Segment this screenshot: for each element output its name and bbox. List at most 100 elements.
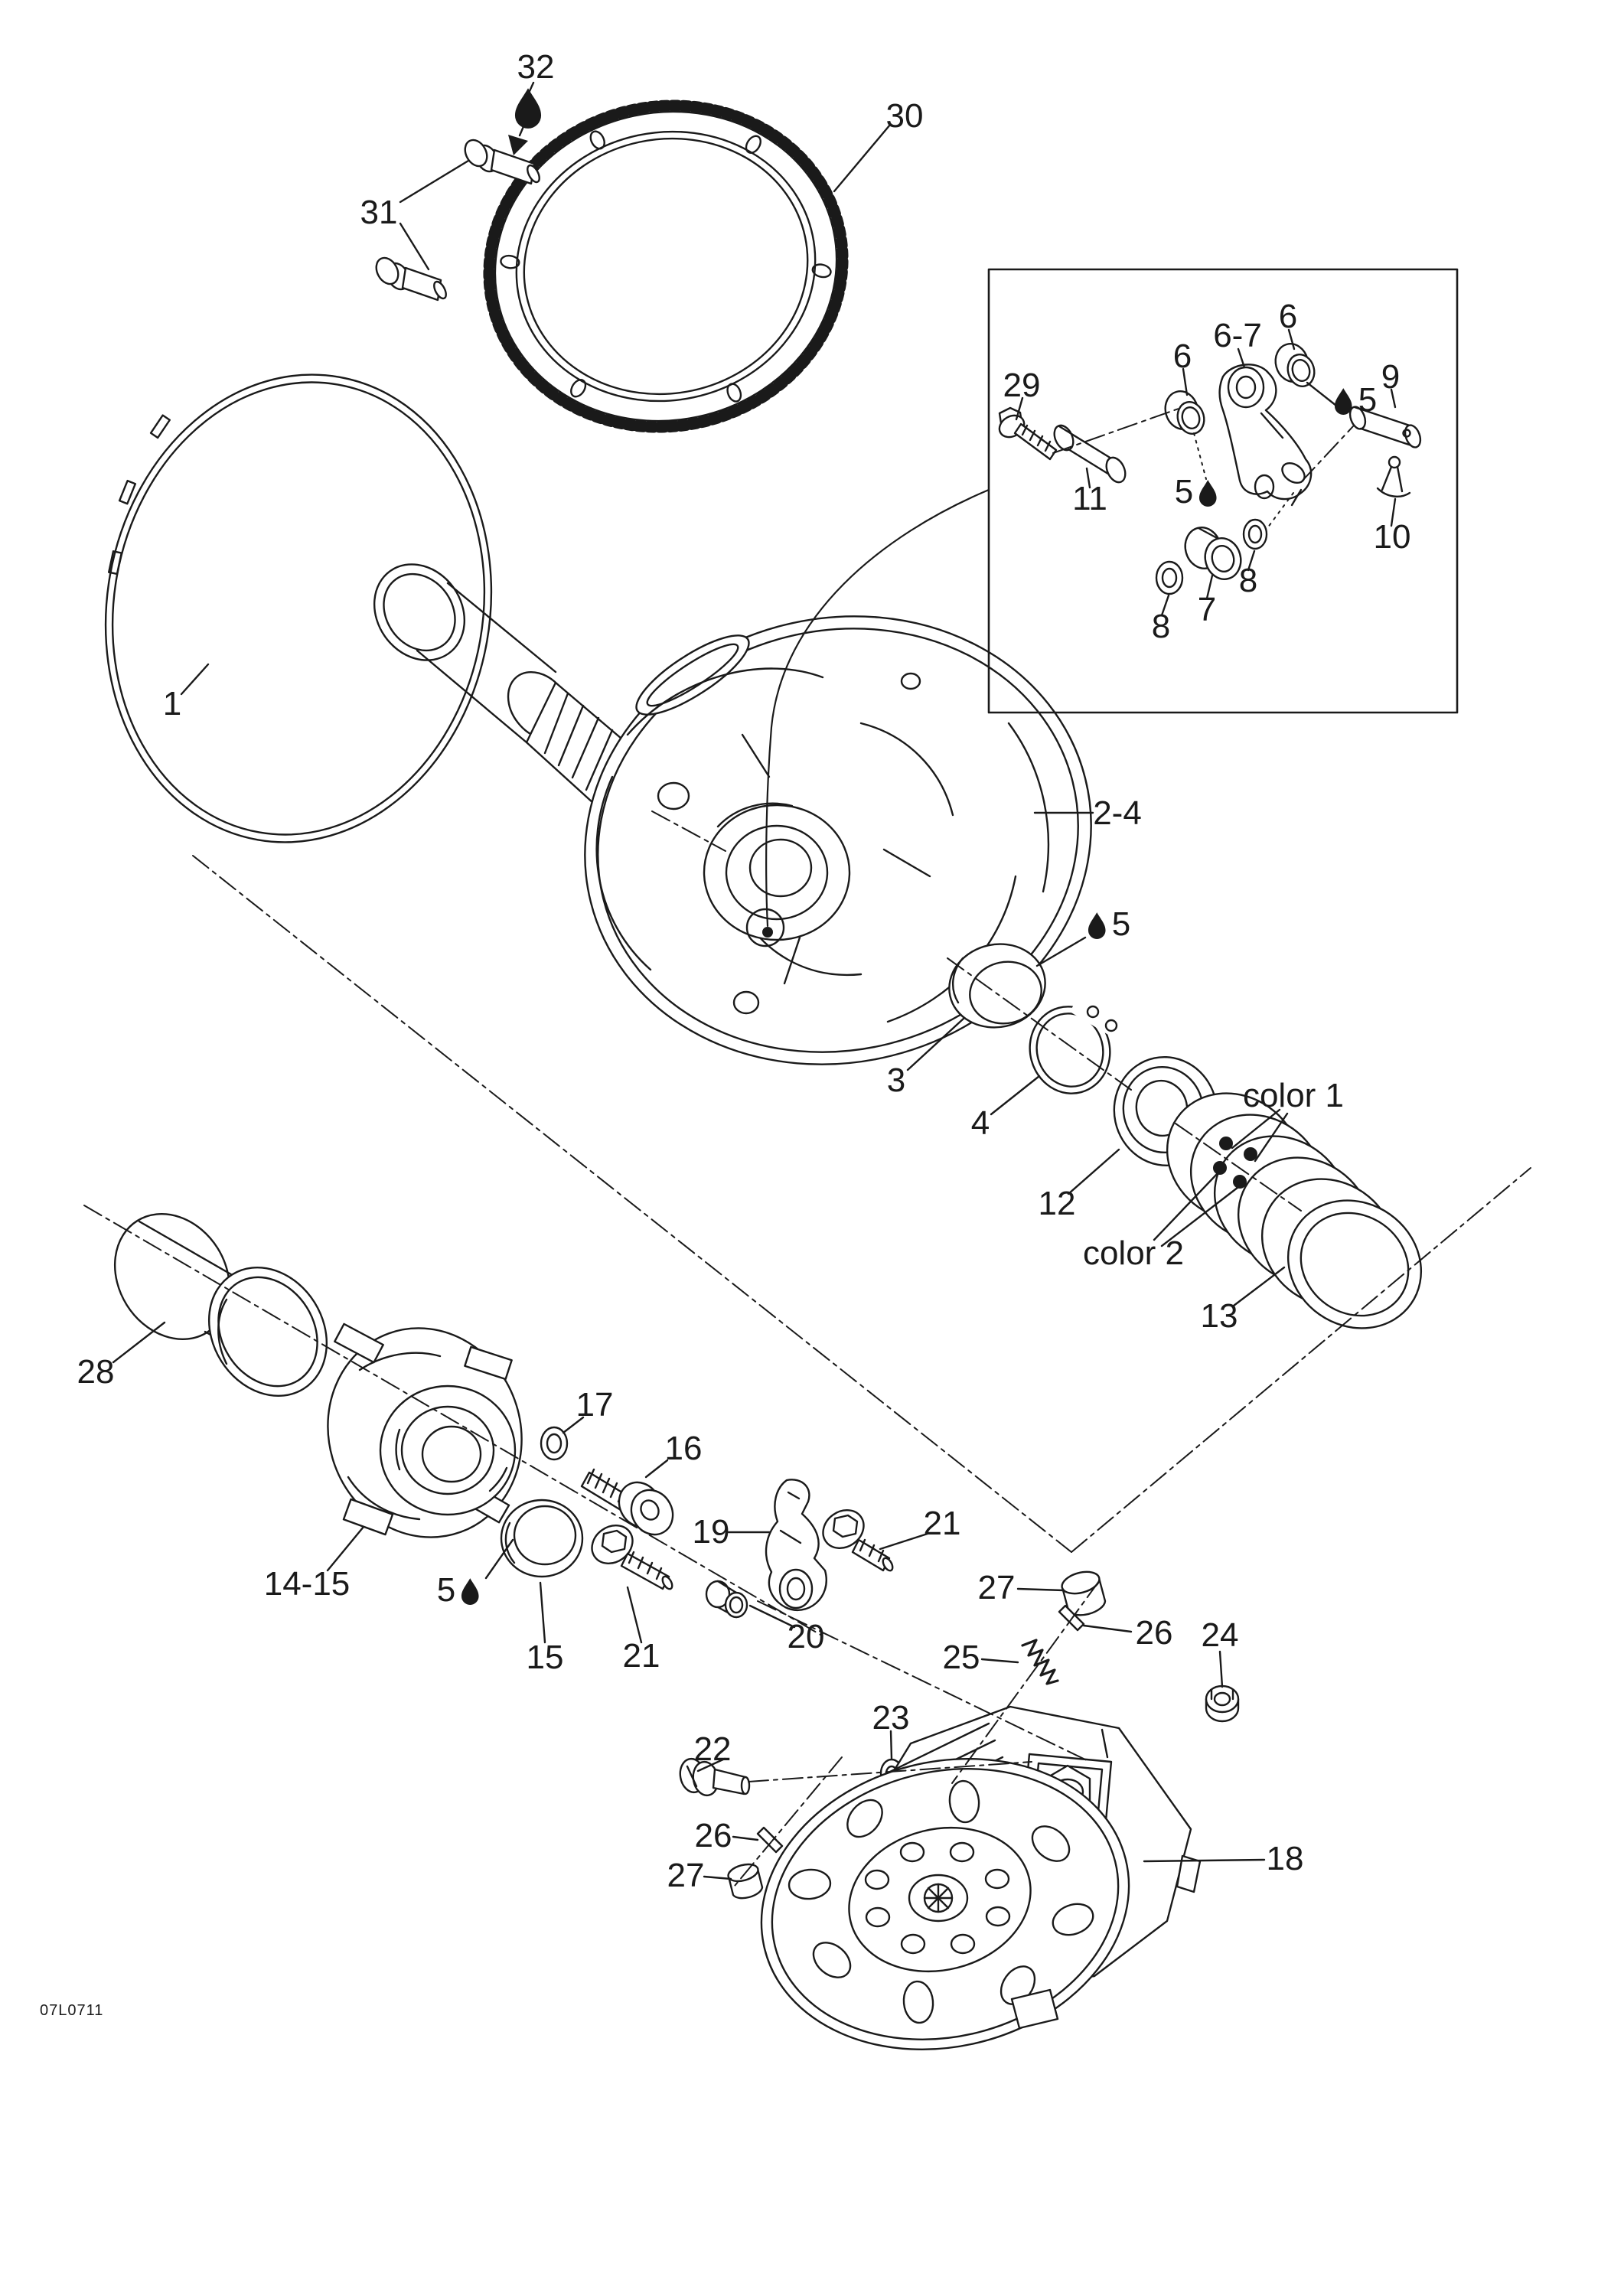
governor-hub-14-15 xyxy=(327,1322,523,1538)
construction-lines xyxy=(83,408,1531,1887)
part-label-21: 21 xyxy=(924,1507,961,1541)
return-spring-25 xyxy=(1021,1639,1059,1685)
clutch-assembly-18 xyxy=(760,1705,1202,2051)
part-label-text: 16 xyxy=(664,1430,703,1467)
bushing-15 xyxy=(500,1499,584,1578)
part-label-9: 9 xyxy=(1381,360,1400,394)
part-label-text: 19 xyxy=(692,1513,730,1551)
roller-20 xyxy=(705,1580,748,1619)
part-label-text: 18 xyxy=(1266,1840,1304,1877)
part-label-text: 29 xyxy=(1003,367,1041,404)
oil-drop-icon xyxy=(1199,479,1218,507)
ring-gear-30 xyxy=(483,99,849,433)
part-label-text: 5 xyxy=(1358,381,1378,419)
part-label-text: color 1 xyxy=(1242,1077,1345,1114)
part-label-text: 27 xyxy=(667,1857,705,1894)
part-label-text: 26 xyxy=(694,1817,732,1854)
part-label-text: 9 xyxy=(1381,358,1401,396)
socket-screw-16 xyxy=(580,1468,674,1536)
part-label-1: 1 xyxy=(163,687,181,721)
part-label-text: 5 xyxy=(436,1571,456,1609)
part-label-5: 5 xyxy=(437,1574,480,1607)
part-label-text: 14-15 xyxy=(263,1565,351,1603)
part-label-26: 26 xyxy=(1136,1616,1173,1650)
inset-spacer-7 xyxy=(1184,527,1242,580)
spring-cap-27-bottom xyxy=(727,1863,764,1900)
part-label-text: 13 xyxy=(1200,1297,1238,1335)
part-label-24: 24 xyxy=(1202,1619,1239,1652)
part-label-5: 5 xyxy=(1088,908,1130,941)
part-label-text: 3 xyxy=(886,1062,906,1099)
part-label-17: 17 xyxy=(576,1388,614,1422)
inset-bushing-6-left xyxy=(1164,390,1205,435)
part-label-text: 27 xyxy=(977,1569,1016,1606)
part-label-3: 3 xyxy=(887,1064,905,1097)
inset-pin-9 xyxy=(1348,406,1422,448)
part-label-text: 6-7 xyxy=(1213,317,1262,354)
oil-drop-icon xyxy=(1334,387,1352,415)
part-label-8: 8 xyxy=(1239,564,1257,598)
part-label-text: 23 xyxy=(872,1699,910,1737)
spring-color-dot xyxy=(1233,1175,1247,1189)
part-label-27: 27 xyxy=(667,1859,705,1893)
clutch-spring-13 xyxy=(1166,1092,1423,1329)
part-label-11: 11 xyxy=(1072,482,1107,516)
part-label-30: 30 xyxy=(886,99,924,133)
part-label-text: 17 xyxy=(576,1386,614,1424)
inset-washer-8-right xyxy=(1242,518,1268,550)
part-label-text: 7 xyxy=(1197,591,1217,628)
part-label-text: 21 xyxy=(622,1637,660,1675)
spacer-sleeve-28 xyxy=(113,1212,328,1397)
part-label-text: 07L0711 xyxy=(40,2002,104,2019)
part-label-text: 6 xyxy=(1172,338,1192,375)
spring-color-dot xyxy=(1219,1137,1233,1150)
part-label-13: 13 xyxy=(1201,1300,1238,1333)
part-label-5: 5 xyxy=(1334,383,1377,417)
part-label-text: 5 xyxy=(1111,905,1131,943)
oil-drop-icon xyxy=(508,88,542,155)
part-label-text: 4 xyxy=(970,1104,990,1142)
leader-lines xyxy=(112,81,1397,1880)
part-label-text: 2-4 xyxy=(1093,794,1142,832)
part-label-text: 28 xyxy=(77,1353,115,1391)
inset-bolt-29 xyxy=(998,406,1058,461)
part-label-text: 12 xyxy=(1038,1185,1076,1222)
circlip-4 xyxy=(1029,995,1118,1094)
flange-bolt-21-left xyxy=(591,1525,673,1590)
part-label-text: 1 xyxy=(162,685,182,722)
inset-pin-11 xyxy=(1053,424,1127,484)
part-label-29: 29 xyxy=(1003,369,1041,403)
part-label-27: 27 xyxy=(978,1571,1016,1605)
seal-ring-3 xyxy=(948,943,1046,1029)
part-label-6: 6 xyxy=(1173,340,1192,373)
lever-19 xyxy=(765,1479,827,1612)
inset-bushing-6-right xyxy=(1274,343,1316,387)
part-label-31: 31 xyxy=(360,196,398,230)
part-label-15: 15 xyxy=(527,1641,564,1675)
part-label-22: 22 xyxy=(694,1733,732,1766)
part-label-text: color 2 xyxy=(1082,1234,1185,1272)
oil-drop-icon xyxy=(1088,912,1106,939)
part-label-text: 24 xyxy=(1201,1616,1239,1654)
part-label-text: 20 xyxy=(787,1618,825,1655)
part-label-color-1: color 1 xyxy=(1243,1079,1344,1113)
part-label-12: 12 xyxy=(1039,1187,1076,1221)
spring-color-dot xyxy=(1213,1161,1227,1175)
part-label-16: 16 xyxy=(665,1432,703,1466)
flange-bolt-21-right xyxy=(822,1509,894,1572)
part-label-5: 5 xyxy=(1175,475,1218,509)
part-label-text: 5 xyxy=(1174,473,1194,510)
part-label-text: 8 xyxy=(1151,608,1171,645)
part-label-6: 6 xyxy=(1279,300,1297,334)
part-label-07L0711: 07L0711 xyxy=(40,2003,103,2018)
part-label-14-15: 14-15 xyxy=(264,1567,351,1601)
part-label-6-7: 6-7 xyxy=(1213,319,1262,353)
part-label-text: 6 xyxy=(1278,298,1298,335)
part-label-text: 8 xyxy=(1238,562,1258,599)
part-label-8: 8 xyxy=(1152,610,1170,644)
part-label-26: 26 xyxy=(695,1819,732,1853)
part-label-text: 15 xyxy=(526,1639,564,1676)
part-label-10: 10 xyxy=(1374,520,1411,554)
